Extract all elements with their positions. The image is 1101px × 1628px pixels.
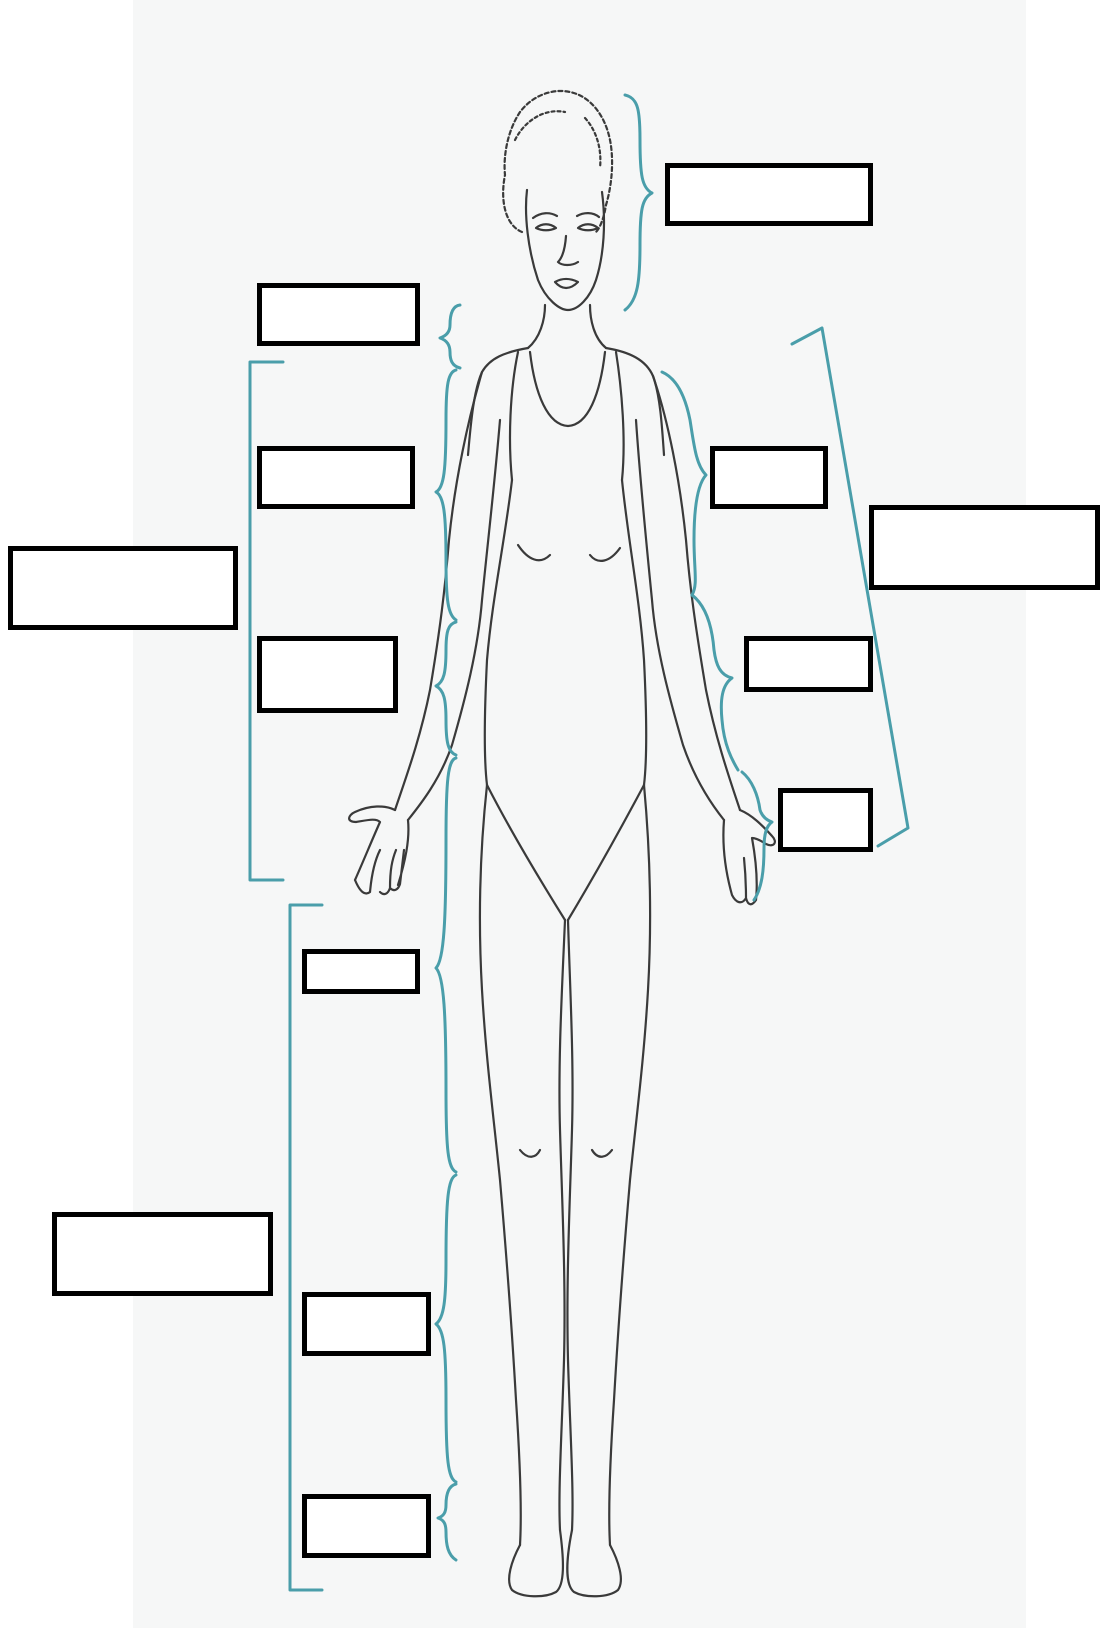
head-label-box[interactable] — [665, 163, 873, 226]
left-eyebrow — [533, 213, 557, 218]
swimsuit-left-leg-opening — [487, 785, 565, 920]
swimsuit-neckline — [530, 352, 605, 426]
neck-label-box[interactable] — [257, 283, 420, 346]
hand-label-box[interactable] — [778, 788, 873, 852]
left-breast — [518, 545, 550, 560]
head-brace — [625, 95, 652, 310]
left-foot — [509, 1530, 563, 1596]
right-hand — [723, 810, 774, 904]
foot-brace — [438, 1484, 456, 1560]
lower-limb-label-box[interactable] — [52, 1212, 273, 1296]
left-eye — [536, 224, 556, 230]
thigh-label-box[interactable] — [302, 949, 420, 994]
left-leg-outer — [480, 785, 521, 1545]
abdomen-label-box[interactable] — [257, 636, 398, 713]
right-shoulder — [606, 348, 664, 455]
right-eye — [578, 224, 598, 230]
torso-right-side — [622, 480, 646, 785]
forearm-label-box[interactable] — [744, 636, 873, 692]
right-leg-outer — [609, 785, 650, 1545]
upper-arm-brace — [662, 372, 706, 595]
neck-brace — [440, 305, 460, 368]
right-knee — [592, 1150, 612, 1157]
neck-left — [528, 305, 545, 348]
forearm-brace — [692, 595, 738, 770]
lower-limb-bracket — [290, 905, 322, 1590]
left-knee — [520, 1150, 540, 1157]
neck-right — [590, 305, 606, 348]
leg-label-box[interactable] — [302, 1292, 431, 1356]
right-breast — [590, 548, 620, 561]
right-foot — [567, 1530, 621, 1596]
thigh-brace — [436, 758, 456, 1172]
right-eyebrow — [577, 213, 599, 217]
axial-label-box[interactable] — [8, 546, 238, 630]
upper-arm-label-box[interactable] — [710, 446, 828, 509]
left-leg-inner — [559, 920, 565, 1530]
axial-bracket — [250, 362, 283, 880]
nose — [558, 236, 578, 265]
right-strap — [616, 352, 624, 480]
left-strap — [510, 352, 518, 480]
foot-label-box[interactable] — [302, 1494, 431, 1558]
leg-brace — [436, 1175, 456, 1482]
thorax-label-box[interactable] — [257, 446, 415, 509]
abdomen-brace — [436, 622, 456, 755]
thorax-brace — [436, 370, 456, 620]
mouth — [555, 279, 578, 288]
swimsuit-right-leg-opening — [568, 785, 644, 920]
right-leg-inner — [567, 920, 572, 1530]
upper-limb-label-box[interactable] — [869, 505, 1100, 590]
left-hand — [349, 806, 408, 894]
